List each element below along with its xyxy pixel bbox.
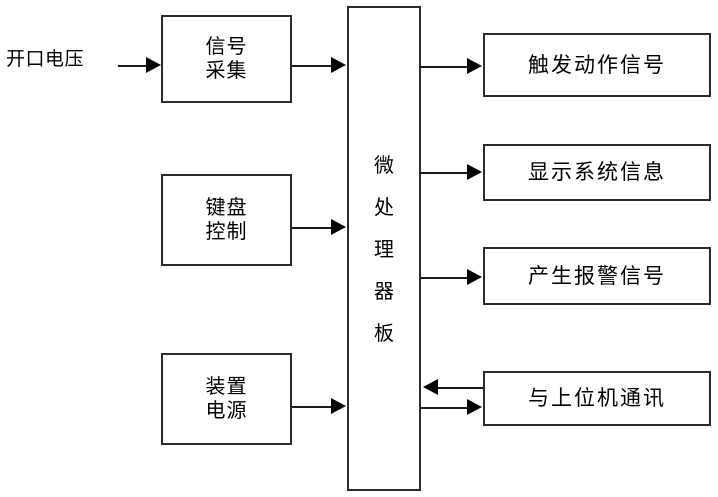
- block-signal-acquisition-label: 信号 采集: [205, 34, 248, 82]
- block-signal-acquisition[interactable]: 信号 采集: [161, 15, 292, 103]
- connector-signal-acq-to-mcu: [292, 65, 332, 67]
- block-generate-alarm-signal-label: 产生报警信号: [528, 263, 666, 288]
- block-microprocessor-board-label: 微 处 理 器 板: [374, 152, 394, 345]
- connector-comm-to-mcu: [438, 387, 483, 389]
- block-generate-alarm-signal[interactable]: 产生报警信号: [483, 247, 711, 305]
- block-display-system-info-label: 显示系统信息: [528, 160, 666, 185]
- connector-input-to-signal-acq: [118, 65, 148, 67]
- connector-keypad-to-mcu: [292, 227, 332, 229]
- arrowhead-mcu-to-comm: [467, 399, 482, 415]
- arrowhead-mcu-to-alarm: [467, 269, 482, 285]
- arrowhead-input-to-signal-acq: [146, 57, 161, 73]
- block-host-computer-comm-label: 与上位机通讯: [528, 386, 666, 411]
- block-display-system-info[interactable]: 显示系统信息: [483, 144, 711, 201]
- connector-mcu-to-display: [421, 172, 468, 174]
- arrowhead-keypad-to-mcu: [331, 219, 346, 235]
- block-host-computer-comm[interactable]: 与上位机通讯: [483, 371, 711, 426]
- block-keypad-control[interactable]: 键盘 控制: [161, 174, 292, 266]
- block-device-power-label: 装置 电源: [205, 374, 248, 422]
- block-trigger-action-signal[interactable]: 触发动作信号: [483, 33, 711, 97]
- arrowhead-mcu-to-display: [467, 164, 482, 180]
- connector-mcu-to-alarm: [421, 277, 468, 279]
- connector-power-to-mcu: [292, 406, 332, 408]
- arrowhead-mcu-to-trigger: [467, 58, 482, 74]
- connector-mcu-to-comm: [421, 407, 468, 409]
- arrowhead-comm-to-mcu: [423, 379, 438, 395]
- block-device-power[interactable]: 装置 电源: [161, 353, 292, 445]
- arrowhead-power-to-mcu: [331, 398, 346, 414]
- block-keypad-control-label: 键盘 控制: [205, 195, 248, 243]
- block-microprocessor-board[interactable]: 微 处 理 器 板: [347, 6, 421, 491]
- block-trigger-action-signal-label: 触发动作信号: [528, 52, 666, 77]
- input-voltage-label: 开口电压: [6, 48, 85, 70]
- connector-mcu-to-trigger: [421, 66, 468, 68]
- arrowhead-signal-acq-to-mcu: [331, 57, 346, 73]
